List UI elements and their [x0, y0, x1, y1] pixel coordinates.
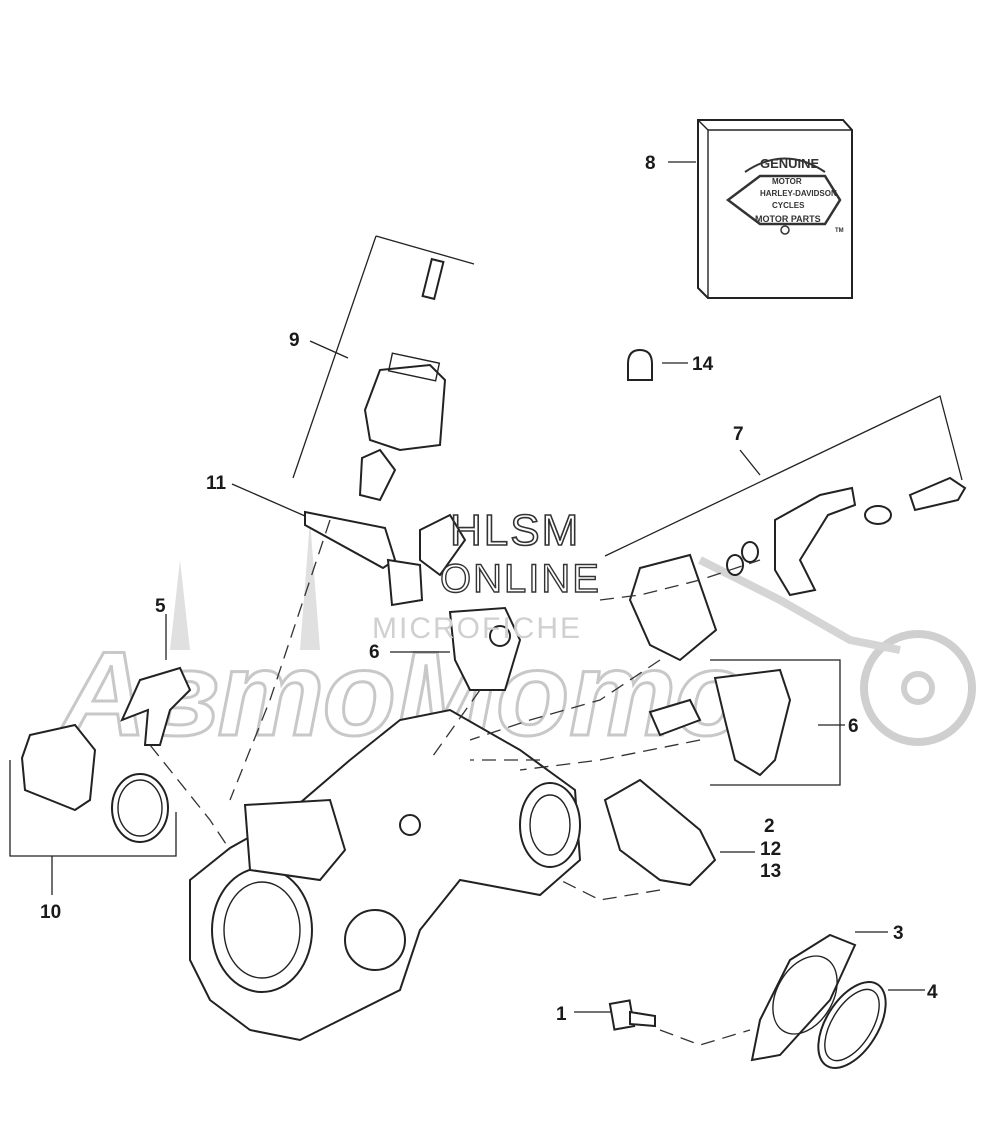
callout-13: 13	[760, 861, 781, 882]
sensor-part-5	[120, 666, 192, 746]
callout-11: 11	[206, 473, 227, 494]
callout-4: 4	[927, 982, 938, 1003]
callout-6-upper: 6	[369, 642, 380, 663]
callout-12: 12	[760, 839, 781, 860]
seal-part-4	[817, 981, 887, 1069]
screw-part-1	[608, 999, 656, 1031]
injector-part-6a	[448, 606, 522, 691]
logo-motor-text: MOTOR	[772, 177, 802, 186]
callout-2: 2	[764, 816, 775, 837]
logo-cycles-text: CYCLES	[772, 201, 805, 210]
throttle-body	[189, 708, 582, 1042]
callout-10: 10	[40, 902, 61, 923]
callout-1: 1	[556, 1004, 567, 1025]
iac-valve-group-9	[292, 235, 475, 502]
fuel-supply-group-7	[604, 395, 967, 662]
logo-genuine-text: GENUINE	[760, 156, 820, 171]
logo-brand-text: HARLEY-DAVIDSON	[760, 189, 837, 198]
callout-14: 14	[692, 354, 714, 375]
callout-3: 3	[893, 923, 904, 944]
logo-motor-parts-text: MOTOR PARTS	[755, 214, 821, 224]
map-sensor-part-2	[603, 778, 717, 887]
callout-7: 7	[733, 424, 744, 445]
callout-9: 9	[289, 330, 300, 351]
injector-bracket-6b	[648, 659, 841, 786]
flange-part-3	[750, 933, 857, 1062]
tps-group-10	[9, 723, 177, 857]
watermark-microfiche-text: MICROFICHE	[372, 612, 582, 645]
assembly-lines	[149, 519, 761, 1046]
harley-davidson-logo-icon: GENUINE MOTOR HARLEY-DAVIDSON CYCLES MOT…	[725, 156, 844, 235]
callout-8: 8	[645, 153, 656, 174]
cap-part-14	[627, 348, 653, 381]
watermark-wheel-icon	[860, 630, 976, 746]
leader-lines	[51, 161, 925, 1013]
callout-labels: 8 14 7 9 11 5 6 6 2 12 13 3 4 1 10	[40, 153, 938, 1025]
callout-5: 5	[155, 596, 166, 617]
watermark-hlsm-text: HLSM	[450, 506, 580, 555]
genuine-parts-box: GENUINE MOTOR HARLEY-DAVIDSON CYCLES MOT…	[697, 119, 853, 299]
watermark-spire-icon	[170, 520, 320, 650]
callout-6-right: 6	[848, 716, 859, 737]
watermark-online-text: ONLINE	[440, 557, 601, 601]
site-watermark: HLSM ONLINE MICROFICHE	[372, 505, 601, 645]
logo-tm-text: TM	[835, 228, 844, 234]
